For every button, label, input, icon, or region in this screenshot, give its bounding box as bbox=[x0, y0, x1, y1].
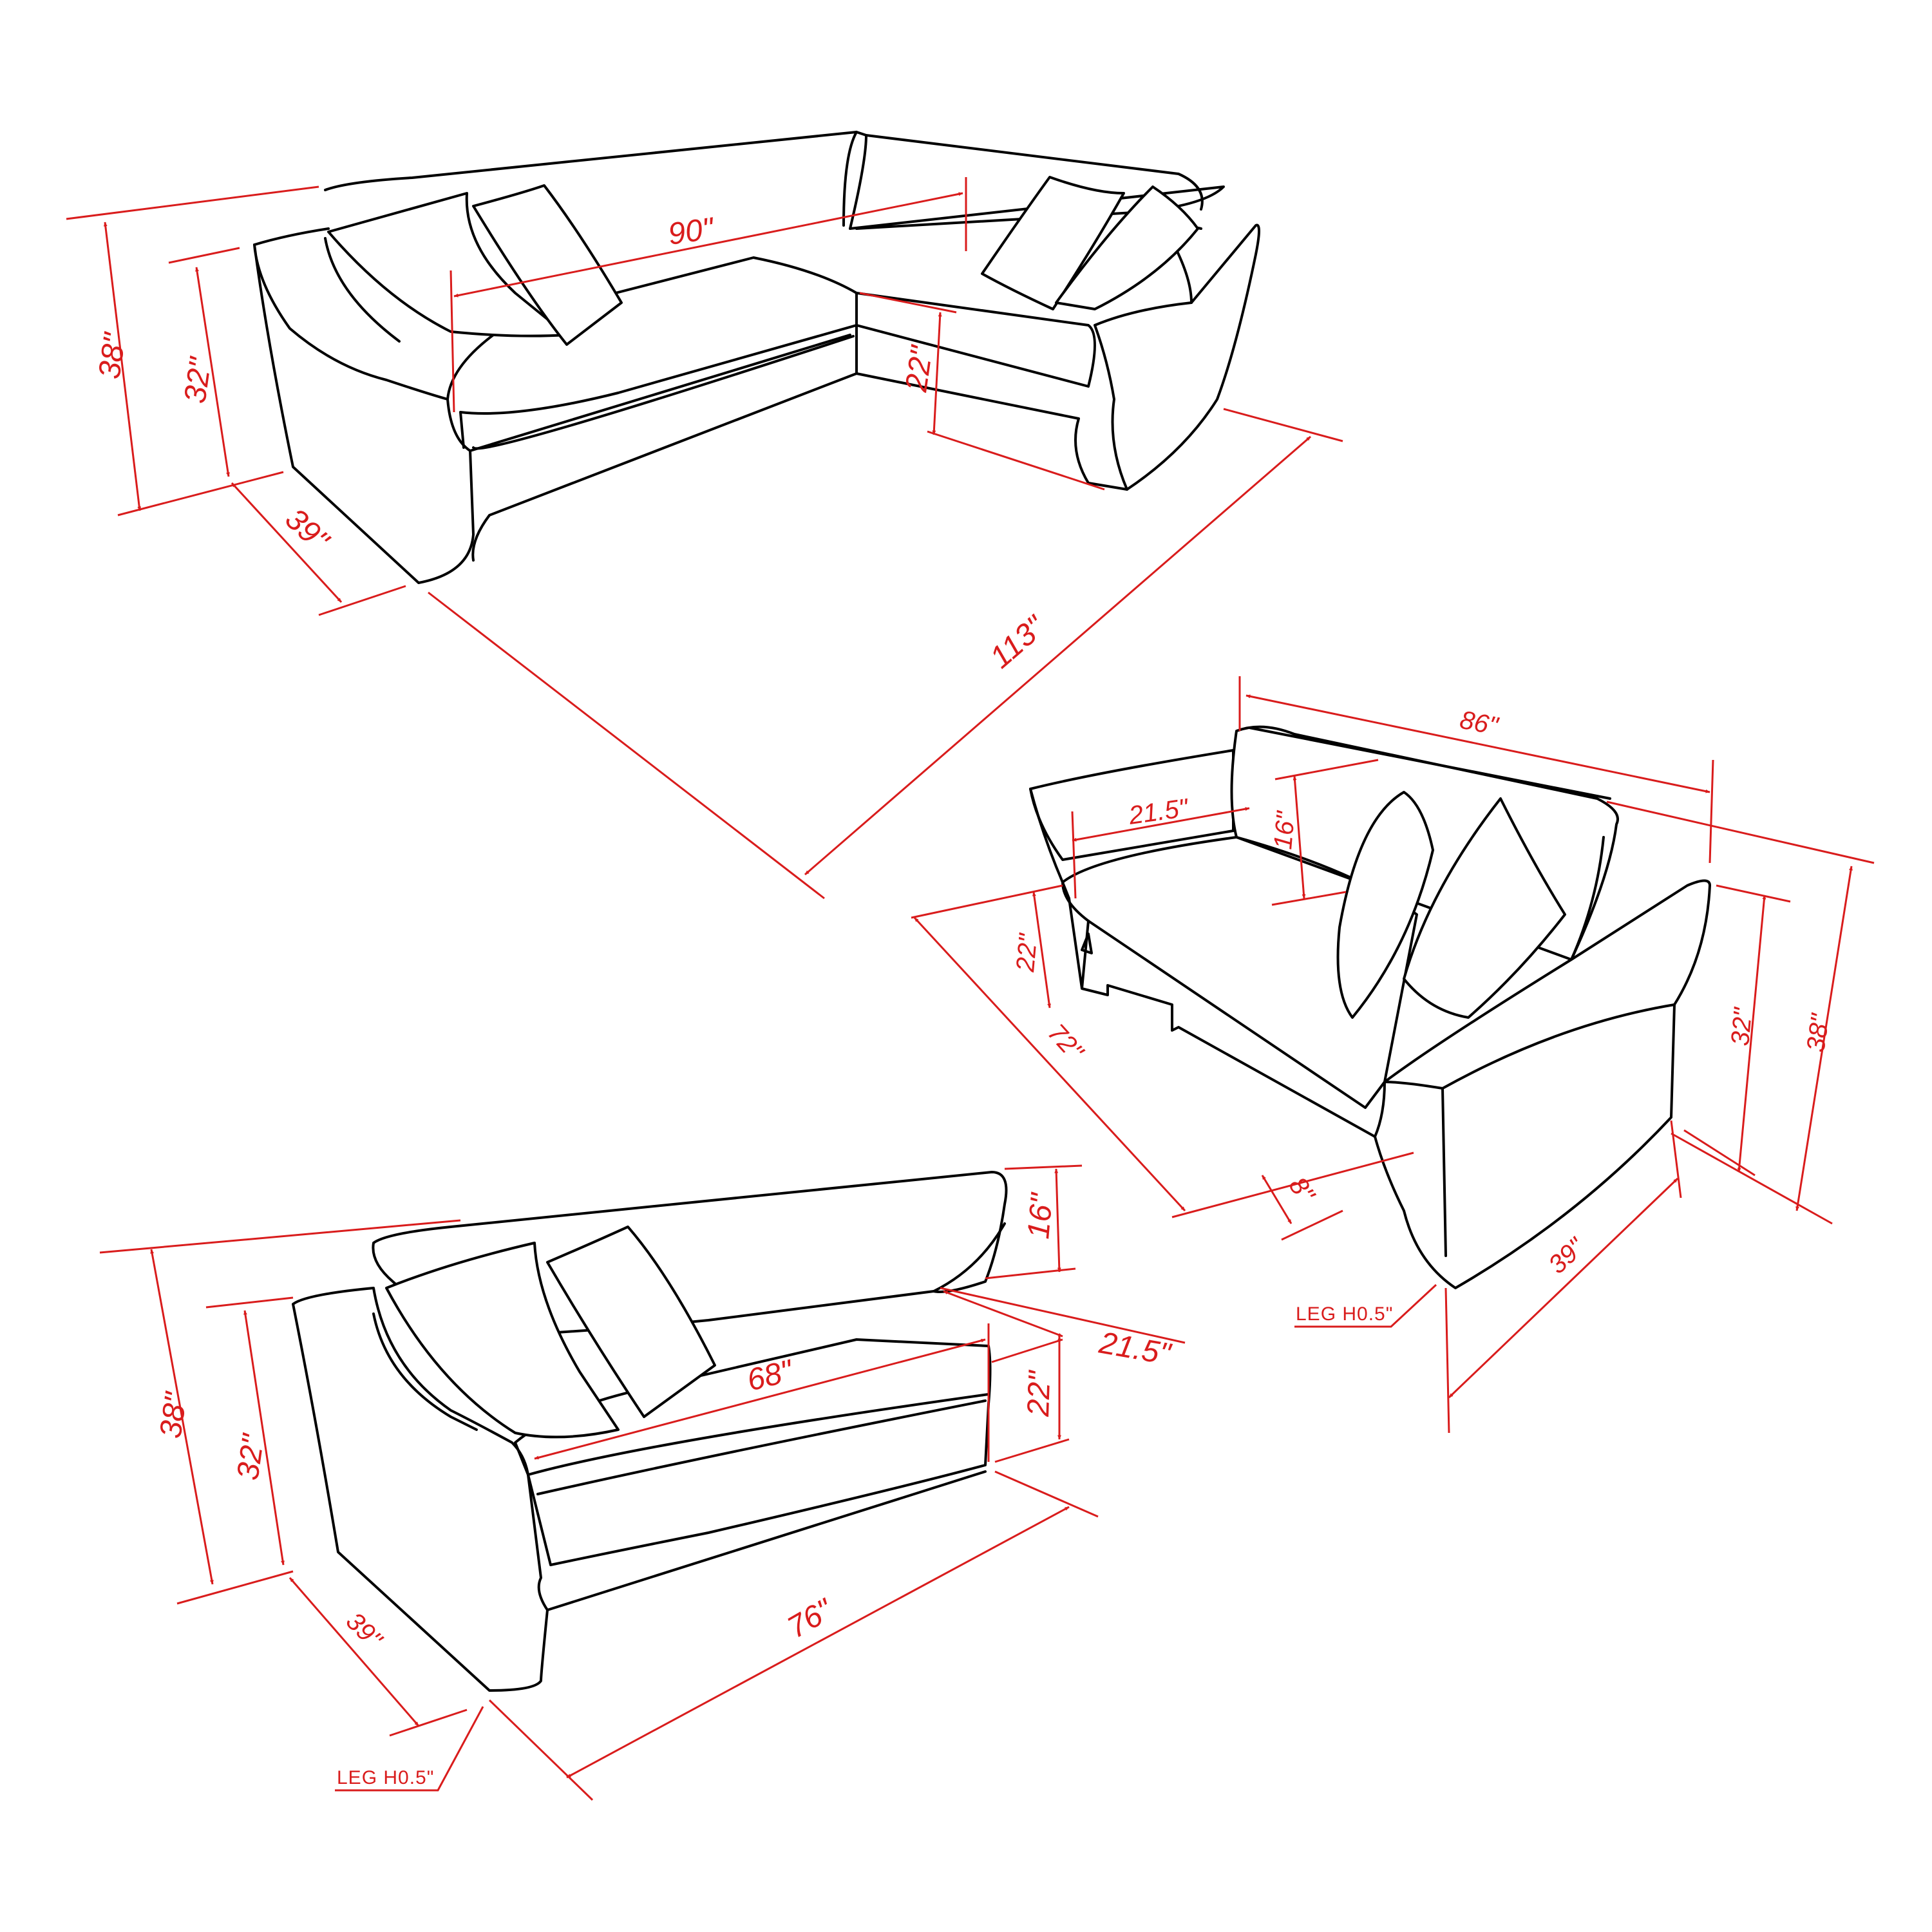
sectional-dim-32 bbox=[195, 267, 230, 477]
loveseat-dim-39 bbox=[1448, 1177, 1679, 1399]
sectional-pillow-4 bbox=[1055, 185, 1199, 310]
loveseat-dim-32 bbox=[1737, 895, 1766, 1173]
sectional-dim-38 bbox=[103, 222, 142, 511]
chaise-dim-39 bbox=[289, 1577, 420, 1727]
loveseat-label-38: 38" bbox=[1801, 1011, 1835, 1054]
loveseat-label-39: 39" bbox=[1543, 1232, 1591, 1279]
loveseat-pillow-1 bbox=[1336, 791, 1434, 1019]
chaise-label-21_5: 21.5" bbox=[1096, 1325, 1174, 1372]
chaise-drawing bbox=[292, 1171, 1008, 1692]
sectional-label-32: 32" bbox=[178, 354, 218, 405]
loveseat-pillow-2 bbox=[1403, 797, 1566, 1019]
sectional-dim-22 bbox=[932, 312, 942, 435]
chaise-label-16: 16" bbox=[1021, 1191, 1059, 1240]
sectional-label-90: 90" bbox=[666, 211, 717, 252]
chaise-dim-32 bbox=[243, 1310, 285, 1566]
loveseat-label-16: 16" bbox=[1269, 810, 1300, 851]
sectional-pillow-3 bbox=[981, 176, 1125, 310]
loveseat-label-22: 22" bbox=[1011, 932, 1043, 974]
chaise-dim-68 bbox=[534, 1338, 986, 1460]
sectional-label-39: 39" bbox=[278, 502, 336, 558]
sectional-label-38: 38" bbox=[92, 330, 133, 381]
loveseat-leg-label: LEG H0.5" bbox=[1296, 1303, 1393, 1325]
loveseat-label-8: 8" bbox=[1283, 1172, 1321, 1209]
loveseat-dim-38 bbox=[1795, 866, 1853, 1211]
sectional-backrest bbox=[324, 131, 1225, 230]
chaise-label-39: 39" bbox=[341, 1607, 388, 1654]
loveseat-dim-86 bbox=[1245, 694, 1710, 793]
sectional-label-22: 22" bbox=[899, 343, 940, 394]
sectional-dim-113 bbox=[804, 435, 1311, 876]
chaise-dim-21_5 bbox=[943, 1290, 1063, 1338]
sectional-dim-90 bbox=[453, 192, 963, 298]
sectional-left-arm bbox=[253, 243, 475, 584]
sectional-sofa-drawing bbox=[253, 131, 1260, 584]
chaise-dim-16 bbox=[1054, 1168, 1061, 1273]
loveseat-label-86: 86" bbox=[1457, 706, 1501, 741]
loveseat-seat bbox=[1061, 836, 1418, 1109]
loveseat-dim-72 bbox=[913, 916, 1186, 1212]
sectional-label-113: 113" bbox=[983, 609, 1052, 676]
loveseat-label-72: 72" bbox=[1042, 1019, 1089, 1066]
sectional-right-seat bbox=[855, 292, 1128, 491]
chaise-label-22: 22" bbox=[1021, 1369, 1057, 1417]
chaise-dimensions: 16" 38" 32" 21.5" 68" 22" 39" 76" LEG H0… bbox=[99, 1164, 1186, 1801]
chaise-label-76: 76" bbox=[782, 1592, 839, 1645]
chaise-dim-38 bbox=[150, 1249, 214, 1585]
chaise-label-32: 32" bbox=[231, 1431, 271, 1482]
loveseat-dim-21_5 bbox=[1072, 807, 1250, 842]
chaise-label-38: 38" bbox=[153, 1389, 194, 1440]
chaise-leg-label: LEG H0.5" bbox=[337, 1767, 434, 1788]
chaise-dim-76 bbox=[566, 1506, 1070, 1779]
loveseat-label-32: 32" bbox=[1726, 1006, 1757, 1047]
loveseat-dim-8 bbox=[1261, 1175, 1293, 1224]
sectional-dim-39 bbox=[231, 482, 343, 603]
chaise-left-arm bbox=[292, 1287, 549, 1692]
loveseat-dim-16 bbox=[1293, 775, 1306, 899]
